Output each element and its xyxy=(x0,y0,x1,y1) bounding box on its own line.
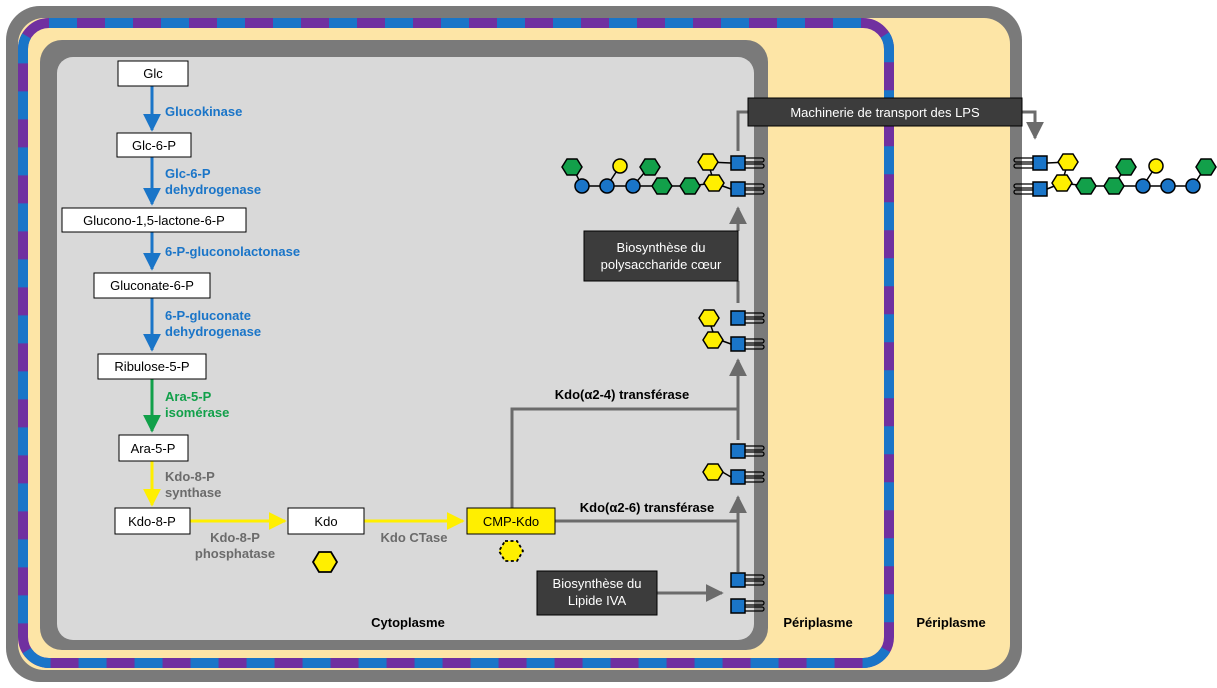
enzyme-synthase-line2: synthase xyxy=(165,485,221,500)
svg-text:Glc: Glc xyxy=(143,66,163,81)
kdo2-lipid-iva-structure xyxy=(698,309,765,352)
enzyme-g6pdh-line2: dehydrogenase xyxy=(165,182,261,197)
svg-text:Lipide IVA: Lipide IVA xyxy=(568,593,627,608)
metabolite-kdo8p: Kdo-8-P xyxy=(114,507,191,535)
lps-structure-outer xyxy=(1013,153,1217,197)
enzyme-glucokinase: Glucokinase xyxy=(165,104,242,119)
svg-text:polysaccharide cœur: polysaccharide cœur xyxy=(601,257,722,272)
enzyme-synthase-line1: Kdo-8-P xyxy=(165,469,215,484)
metabolite-gluconolactone: Glucono-1,5-lactone-6-P xyxy=(61,207,247,233)
kdo-lipid-iva-structure xyxy=(702,443,765,485)
core-polysaccharide-biosynthesis-box: Biosynthèse du polysaccharide cœur xyxy=(583,230,739,282)
metabolite-kdo: Kdo xyxy=(287,507,365,535)
cytoplasm xyxy=(57,57,754,640)
metabolite-cmpkdo: CMP-Kdo xyxy=(466,507,556,535)
membrane-stripe-band xyxy=(18,18,894,668)
enzyme-transferase-a24: Kdo(α2-4) transférase xyxy=(555,387,689,402)
enzyme-phosphatase-line1: Kdo-8-P xyxy=(210,530,260,545)
metabolite-ribulose: Ribulose-5-P xyxy=(97,353,207,380)
svg-text:Glucono-1,5-lactone-6-P: Glucono-1,5-lactone-6-P xyxy=(83,213,225,228)
svg-text:Biosynthèse du: Biosynthèse du xyxy=(553,576,642,591)
svg-text:Kdo-8-P: Kdo-8-P xyxy=(128,514,176,529)
svg-text:Biosynthèse du: Biosynthèse du xyxy=(617,240,706,255)
enzyme-g6pdh-line1: Glc-6-P xyxy=(165,166,211,181)
periplasm-inner-label: Périplasme xyxy=(783,615,852,630)
lipid-iva-structure xyxy=(730,572,765,614)
enzyme-pgdh-line2: dehydrogenase xyxy=(165,324,261,339)
svg-text:CMP-Kdo: CMP-Kdo xyxy=(483,514,539,529)
cytoplasm-label: Cytoplasme xyxy=(371,615,445,630)
enzyme-transferase-a26: Kdo(α2-6) transférase xyxy=(580,500,714,515)
lipid-iva-biosynthesis-box: Biosynthèse du Lipide IVA xyxy=(536,570,658,616)
metabolite-gluconate: Gluconate-6-P xyxy=(93,272,211,299)
metabolite-ara5p: Ara-5-P xyxy=(118,434,189,462)
enzyme-isomerase-line2: isomérase xyxy=(165,405,229,420)
svg-text:Glc-6-P: Glc-6-P xyxy=(132,138,176,153)
lps-structure-inner xyxy=(561,153,765,197)
svg-text:Kdo: Kdo xyxy=(314,514,337,529)
svg-text:Ara-5-P: Ara-5-P xyxy=(131,441,176,456)
enzyme-pgdh-line1: 6-P-gluconate xyxy=(165,308,251,323)
svg-text:Machinerie de transport des LP: Machinerie de transport des LPS xyxy=(790,105,980,120)
svg-text:Gluconate-6-P: Gluconate-6-P xyxy=(110,278,194,293)
metabolite-glc: Glc xyxy=(117,60,189,87)
enzyme-ctase: Kdo CTase xyxy=(381,530,448,545)
kdo-yellow-hexagon-icon xyxy=(311,551,339,573)
lps-transport-machinery-box: Machinerie de transport des LPS xyxy=(747,97,1023,127)
enzyme-gluconolactonase: 6-P-gluconolactonase xyxy=(165,244,300,259)
enzyme-phosphatase-line2: phosphatase xyxy=(195,546,275,561)
enzyme-isomerase-line1: Ara-5-P xyxy=(165,389,212,404)
cmp-kdo-dashed-hexagon-icon xyxy=(497,540,525,562)
svg-text:Ribulose-5-P: Ribulose-5-P xyxy=(114,359,189,374)
periplasm-outer-label: Périplasme xyxy=(916,615,985,630)
metabolite-glc6p: Glc-6-P xyxy=(116,132,192,158)
pathway-arrows xyxy=(143,86,1044,602)
